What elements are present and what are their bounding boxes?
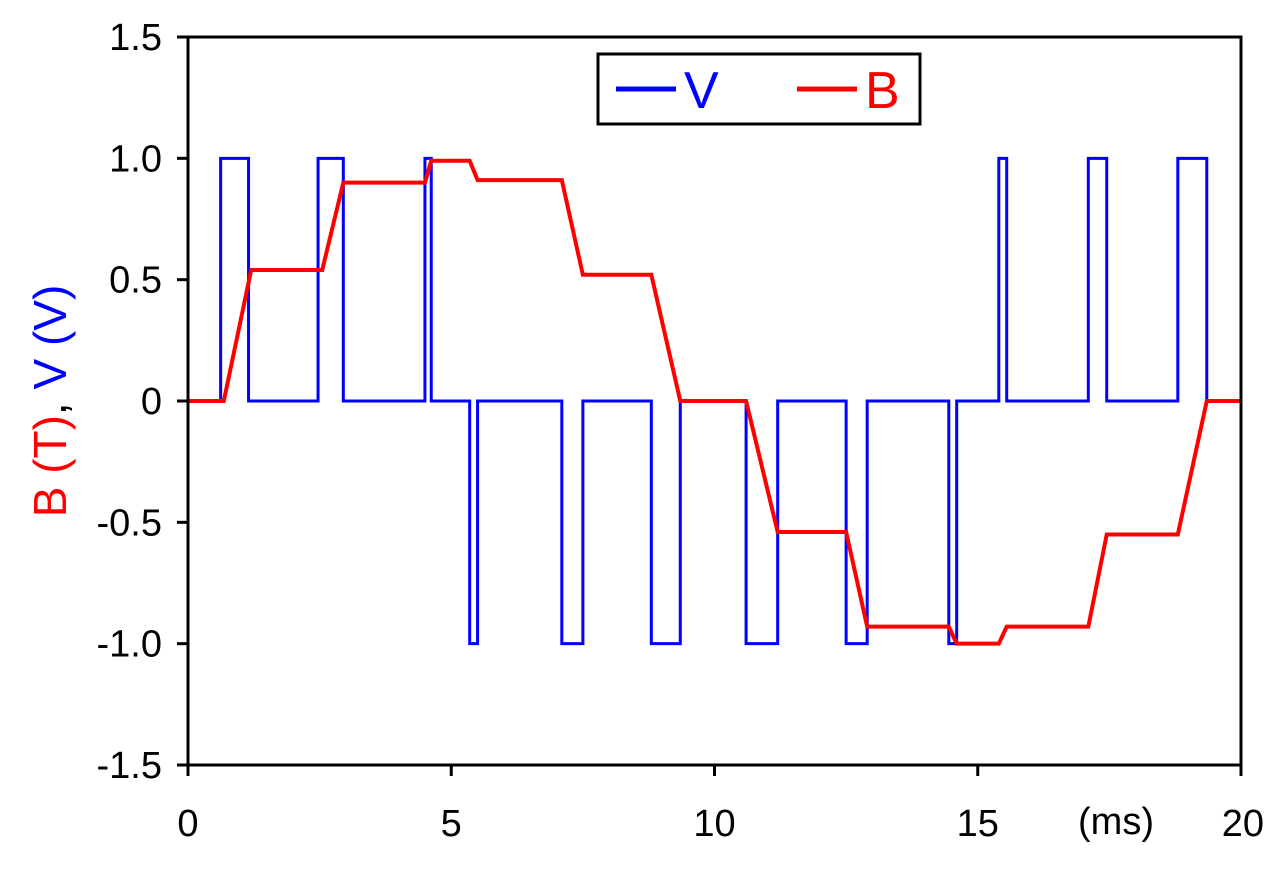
y-tick-label: -1.5 [97, 745, 162, 787]
y-axis-label: B (T), V (V) [24, 285, 76, 518]
y-tick-label: 1.0 [109, 138, 162, 180]
x-tick-label: 20 [1222, 803, 1264, 845]
series-line-b [188, 158, 1241, 646]
y-tick-label: 1.5 [109, 17, 162, 59]
x-tick-label: 15 [957, 803, 999, 845]
y-axis-label-part: , [24, 390, 76, 416]
x-axis-ticks: 0 5 10 15 20 [177, 765, 1264, 845]
y-axis-label-part: B (T) [24, 415, 76, 517]
x-tick-label: 0 [177, 803, 198, 845]
series-layer [188, 156, 1241, 646]
legend: V B [596, 52, 922, 126]
legend-label-b: B [865, 62, 900, 120]
y-tick-label: 0.5 [109, 260, 162, 302]
y-tick-label: 0 [141, 381, 162, 423]
legend-label-v: V [684, 62, 719, 120]
x-tick-label: 10 [693, 803, 735, 845]
y-axis-label-part: V (V) [24, 285, 76, 390]
y-tick-label: -1.0 [97, 624, 162, 666]
x-axis-label: (ms) [1078, 801, 1154, 843]
y-axis-ticks: 1.5 1.0 0.5 0 -0.5 -1.0 -1.5 [97, 17, 188, 787]
y-tick-label: -0.5 [97, 502, 162, 544]
plot-area-frame [186, 35, 1243, 767]
x-tick-label: 5 [441, 803, 462, 845]
